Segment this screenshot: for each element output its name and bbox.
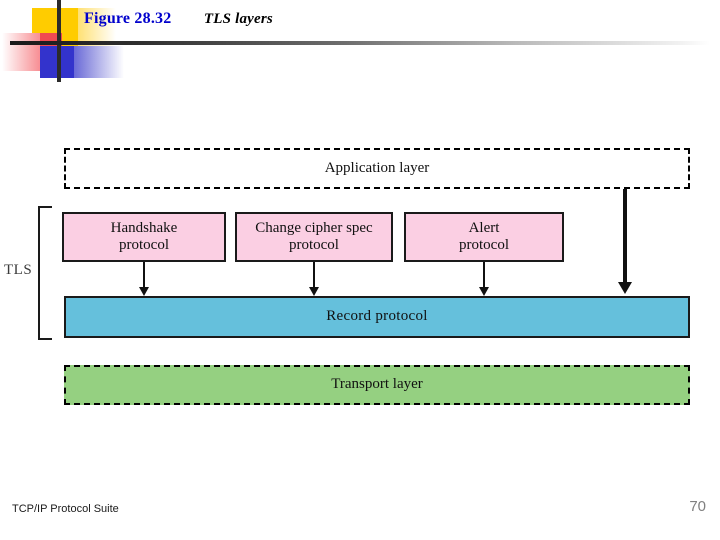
change-cipher-spec-label-line1: Change cipher spec [255,219,373,236]
alert-protocol-label: Alert protocol [459,220,509,255]
handshake-protocol-label-line2: protocol [119,237,169,253]
arrow-change-cipher-spec-to-record-line [313,262,315,289]
alert-protocol-box: Alert protocol [404,212,564,262]
arrow-alert-to-record-line [483,262,485,289]
handshake-protocol-box: Handshake protocol [62,212,226,262]
arrow-handshake-to-record-line [143,262,145,289]
arrow-change-cipher-spec-to-record-head-icon [309,287,319,296]
record-protocol-box: Record protocol [64,296,690,338]
header-horizontal-rule [10,41,710,45]
application-layer-box: Application layer [64,148,690,189]
arrow-handshake-to-record-head-icon [139,287,149,296]
change-cipher-spec-protocol-label: Change cipher spec protocol [255,220,372,255]
change-cipher-spec-protocol-box: Change cipher spec protocol [235,212,393,262]
arrow-application-to-record-line [623,189,627,283]
figure-caption-label: TLS layers [203,11,273,27]
tls-bracket-label: TLS [4,262,33,278]
transport-layer-label: Transport layer [331,376,423,393]
record-protocol-label: Record protocol [326,308,428,325]
arrow-application-to-record-head-icon [618,282,632,294]
transport-layer-box: Transport layer [64,365,690,405]
alert-protocol-label-line2: protocol [459,237,509,253]
application-layer-label: Application layer [324,159,430,176]
arrow-alert-to-record-head-icon [479,287,489,296]
alert-protocol-label-line1: Alert [468,219,500,236]
figure-number-label: Figure 28.32 [84,10,172,27]
tls-bracket [38,206,52,340]
header-decoration [0,0,200,90]
footer: TCP/IP Protocol Suite 70 [0,494,720,540]
tls-layers-diagram: TLS Application layer Handshake protocol… [4,148,690,405]
page-title: Figure 28.32 TLS layers [84,10,273,28]
handshake-protocol-label-line1: Handshake [110,219,178,236]
change-cipher-spec-label-line2: protocol [288,237,339,253]
footer-book-title: TCP/IP Protocol Suite [12,503,119,515]
footer-page-number: 70 [689,498,706,515]
handshake-protocol-label: Handshake protocol [111,220,178,255]
